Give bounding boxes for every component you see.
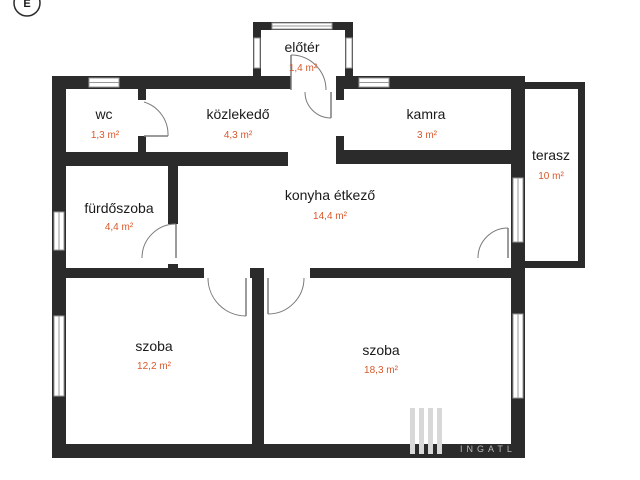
wall-corridor-bottom <box>60 152 288 166</box>
room-area-furdoszoba: 4,4 m² <box>105 222 134 233</box>
kitchen-side-door <box>477 227 509 259</box>
windows <box>53 77 524 399</box>
compass-circle <box>13 0 41 17</box>
vestibule-walls <box>253 22 353 78</box>
outer-wall-right <box>511 76 525 458</box>
interior-walls <box>60 80 516 450</box>
room-area-konyha: 14,4 m² <box>313 211 348 222</box>
room-label-kozlekedo: közlekedő 4,3 m² <box>206 106 269 141</box>
room-area-terasz: 10 m² <box>538 171 564 182</box>
room1-door <box>207 277 247 317</box>
room-name-szoba-right: szoba <box>362 342 400 358</box>
door-openings <box>136 74 346 280</box>
wall-between-rooms <box>252 270 264 450</box>
room-area-wc: 1,3 m² <box>91 130 120 141</box>
room-area-szoba-left: 12,2 m² <box>137 361 172 372</box>
watermark-text: INGATL <box>460 444 516 454</box>
room-label-szoba-right: szoba 18,3 m² <box>362 342 400 376</box>
room-name-kozlekedo: közlekedő <box>206 106 269 122</box>
room-area-kozlekedo: 4,3 m² <box>224 130 253 141</box>
vestibule-side-window-left <box>253 37 261 69</box>
room-name-szoba-left: szoba <box>135 338 173 354</box>
room-label-wc: wc 1,3 m² <box>91 106 120 141</box>
outer-wall-bottom <box>52 444 525 458</box>
terrace-outline <box>525 82 585 268</box>
room-label-kamra: kamra 3 m² <box>407 106 446 141</box>
room2-door <box>267 277 305 315</box>
room-label-terasz: terasz 10 m² <box>532 147 570 182</box>
compass-label: E <box>23 0 30 10</box>
wc-door <box>143 101 169 137</box>
room-name-terasz: terasz <box>532 147 570 163</box>
room-label-eloter: előtér 1,4 m² <box>284 39 319 74</box>
wall-pantry-bottom <box>336 150 516 164</box>
outer-wall-left <box>52 76 66 458</box>
doors <box>141 54 509 317</box>
outer-wall-top <box>52 76 525 89</box>
watermark: INGATL <box>410 408 516 454</box>
room-area-kamra: 3 m² <box>417 130 438 141</box>
room-name-wc: wc <box>94 106 112 122</box>
room-name-konyha: konyha étkező <box>285 187 375 203</box>
bathroom-door <box>141 223 177 259</box>
entrance-door <box>290 54 332 119</box>
vestibule-side-window-right <box>345 37 353 69</box>
compass-marker: E <box>13 0 41 17</box>
room-area-szoba-right: 18,3 m² <box>364 365 399 376</box>
room-name-furdoszoba: fürdőszoba <box>84 200 153 216</box>
room-area-eloter: 1,4 m² <box>289 63 318 74</box>
room-name-kamra: kamra <box>407 106 446 122</box>
room-label-furdoszoba: fürdőszoba 4,4 m² <box>84 200 153 233</box>
room-label-konyha: konyha étkező 14,4 m² <box>285 187 375 222</box>
wall-bath-kitchen <box>168 162 178 276</box>
room-name-eloter: előtér <box>284 39 319 55</box>
room-label-szoba-left: szoba 12,2 m² <box>135 338 173 372</box>
